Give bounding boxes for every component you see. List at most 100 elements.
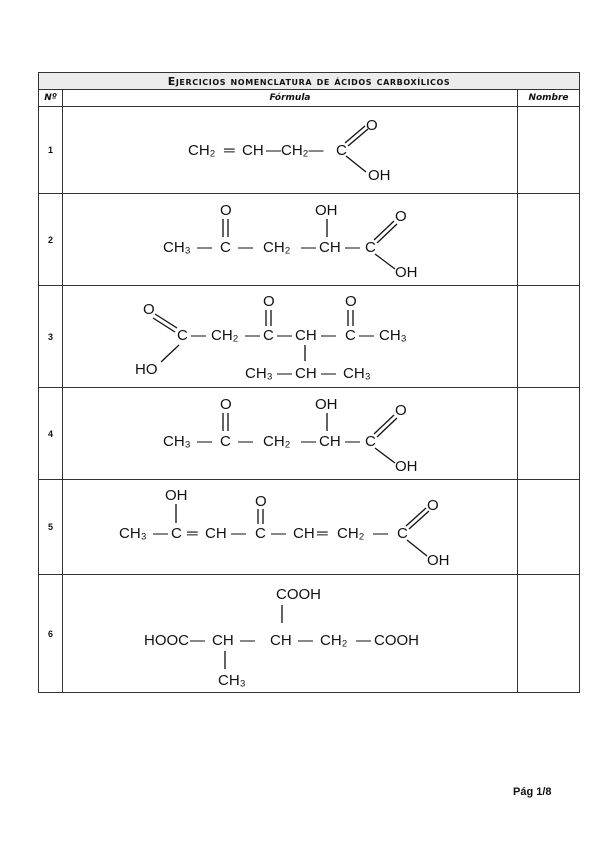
bond: — [321,327,336,344]
structural-formula: CH₃ — C ═ CH — C — CH ═ CH₂ — C OH O O [119,487,450,569]
atom: CH₂ [211,327,239,344]
atom: CH [270,632,292,649]
bond-line [160,344,180,362]
atom: CH [205,525,227,542]
atom: CH₃ [163,433,191,450]
atom: OH [368,167,391,184]
atom: COOH [276,586,321,603]
atom: CH₃ [245,365,273,382]
header-num: Nº [38,89,63,107]
bond-line [376,223,398,243]
page-number: Pág 1/8 [513,786,552,798]
formula-cell: COOH HOOC — CH — CH — CH₂ — COOH CH₃ [62,574,518,693]
bond-line [376,417,398,437]
atom: C [397,525,408,542]
row-number: 1 [38,106,63,194]
table-row: 3 O C — CH₂ — C — CH — C — CH₃ HO O [38,285,580,388]
atom: CH₃ [379,327,407,344]
atom: C [336,142,347,159]
bond: — [238,239,253,256]
bond: ═ [186,525,198,542]
atom: C [220,239,231,256]
row-number: 4 [38,387,63,480]
atom: C [220,433,231,450]
atom: CH₂ [263,433,291,450]
bond: — [231,525,246,542]
name-answer-cell[interactable] [517,106,580,194]
bond-line [406,539,428,557]
atom: C [365,239,376,256]
formula-cell: CH₃ — C ═ CH — C — CH ═ CH₂ — C OH O O [62,479,518,575]
atom: O [395,208,407,225]
atom: OH [315,202,338,219]
bond-line [373,414,395,434]
formula-cell: CH₂ ═ CH —CH₂— C O OH [62,106,518,194]
atom: CH₂ [263,239,291,256]
bond-line [344,125,366,144]
name-answer-cell[interactable] [517,193,580,286]
atom: OH [427,552,450,569]
bond: — [277,365,292,382]
structural-formula: COOH HOOC — CH — CH — CH₂ — COOH CH₃ [144,586,419,689]
bond: — [356,632,371,649]
name-answer-cell[interactable] [517,285,580,388]
atom: OH [165,487,188,504]
table-row: 2 CH₃ — C — CH₂ — CH — C O OH O [38,193,580,286]
bond: — [301,433,316,450]
bond: — [191,327,206,344]
structural-formula: O C — CH₂ — C — CH — C — CH₃ HO O O [135,293,407,382]
atom: CH [295,365,317,382]
bond: — [238,433,253,450]
row-number: 2 [38,193,63,286]
atom: HO [135,361,158,378]
header-formula: Fórmula [62,89,518,107]
bond-line [154,312,178,329]
row-number: 3 [38,285,63,388]
atom: HOOC [144,632,189,649]
table-row: 5 CH₃ — C ═ CH — C — CH ═ CH₂ — C OH O [38,479,580,575]
atom: —CH₂— [266,142,324,159]
atom: CH₂ [188,142,216,159]
atom: CH [293,525,315,542]
bond: — [321,365,336,382]
bond: — [153,525,168,542]
row-number: 6 [38,574,63,693]
atom: CH₃ [119,525,147,542]
atom: OH [395,264,418,281]
atom: O [255,493,267,510]
atom: O [263,293,275,310]
atom: O [427,497,439,514]
atom: CH₃ [163,239,191,256]
bond-line [347,128,369,147]
atom: CH [295,327,317,344]
atom: C [171,525,182,542]
atom: C [365,433,376,450]
table-row: 4 CH₃ — C — CH₂ — CH — C O OH O [38,387,580,480]
formula-cell: CH₃ — C — CH₂ — CH — C O OH O OH [62,387,518,480]
table-row: 6 COOH HOOC — CH — CH — CH₂ — COOH CH₃ [38,574,580,693]
bond: — [190,632,205,649]
bond: — [301,239,316,256]
atom: O [220,396,232,413]
name-answer-cell[interactable] [517,574,580,693]
atom: O [345,293,357,310]
name-answer-cell[interactable] [517,479,580,575]
bond-line [373,220,395,240]
atom: CH [212,632,234,649]
atom: CH₃ [218,672,246,689]
formula-cell: CH₃ — C — CH₂ — CH — C O OH O OH [62,193,518,286]
bond-line [374,252,396,270]
bond: — [245,327,260,344]
atom: CH [319,239,341,256]
atom: O [220,202,232,219]
atom: CH₂ [337,525,365,542]
atom: OH [315,396,338,413]
atom: OH [395,458,418,475]
atom: C [263,327,274,344]
atom: CH₂ [320,632,348,649]
structural-formula: CH₃ — C — CH₂ — CH — C O OH O OH [163,202,418,281]
bond-line [152,316,176,333]
exercise-table: Ejercicios nomenclatura de ácidos carbox… [38,72,580,693]
bond: — [240,632,255,649]
name-answer-cell[interactable] [517,387,580,480]
